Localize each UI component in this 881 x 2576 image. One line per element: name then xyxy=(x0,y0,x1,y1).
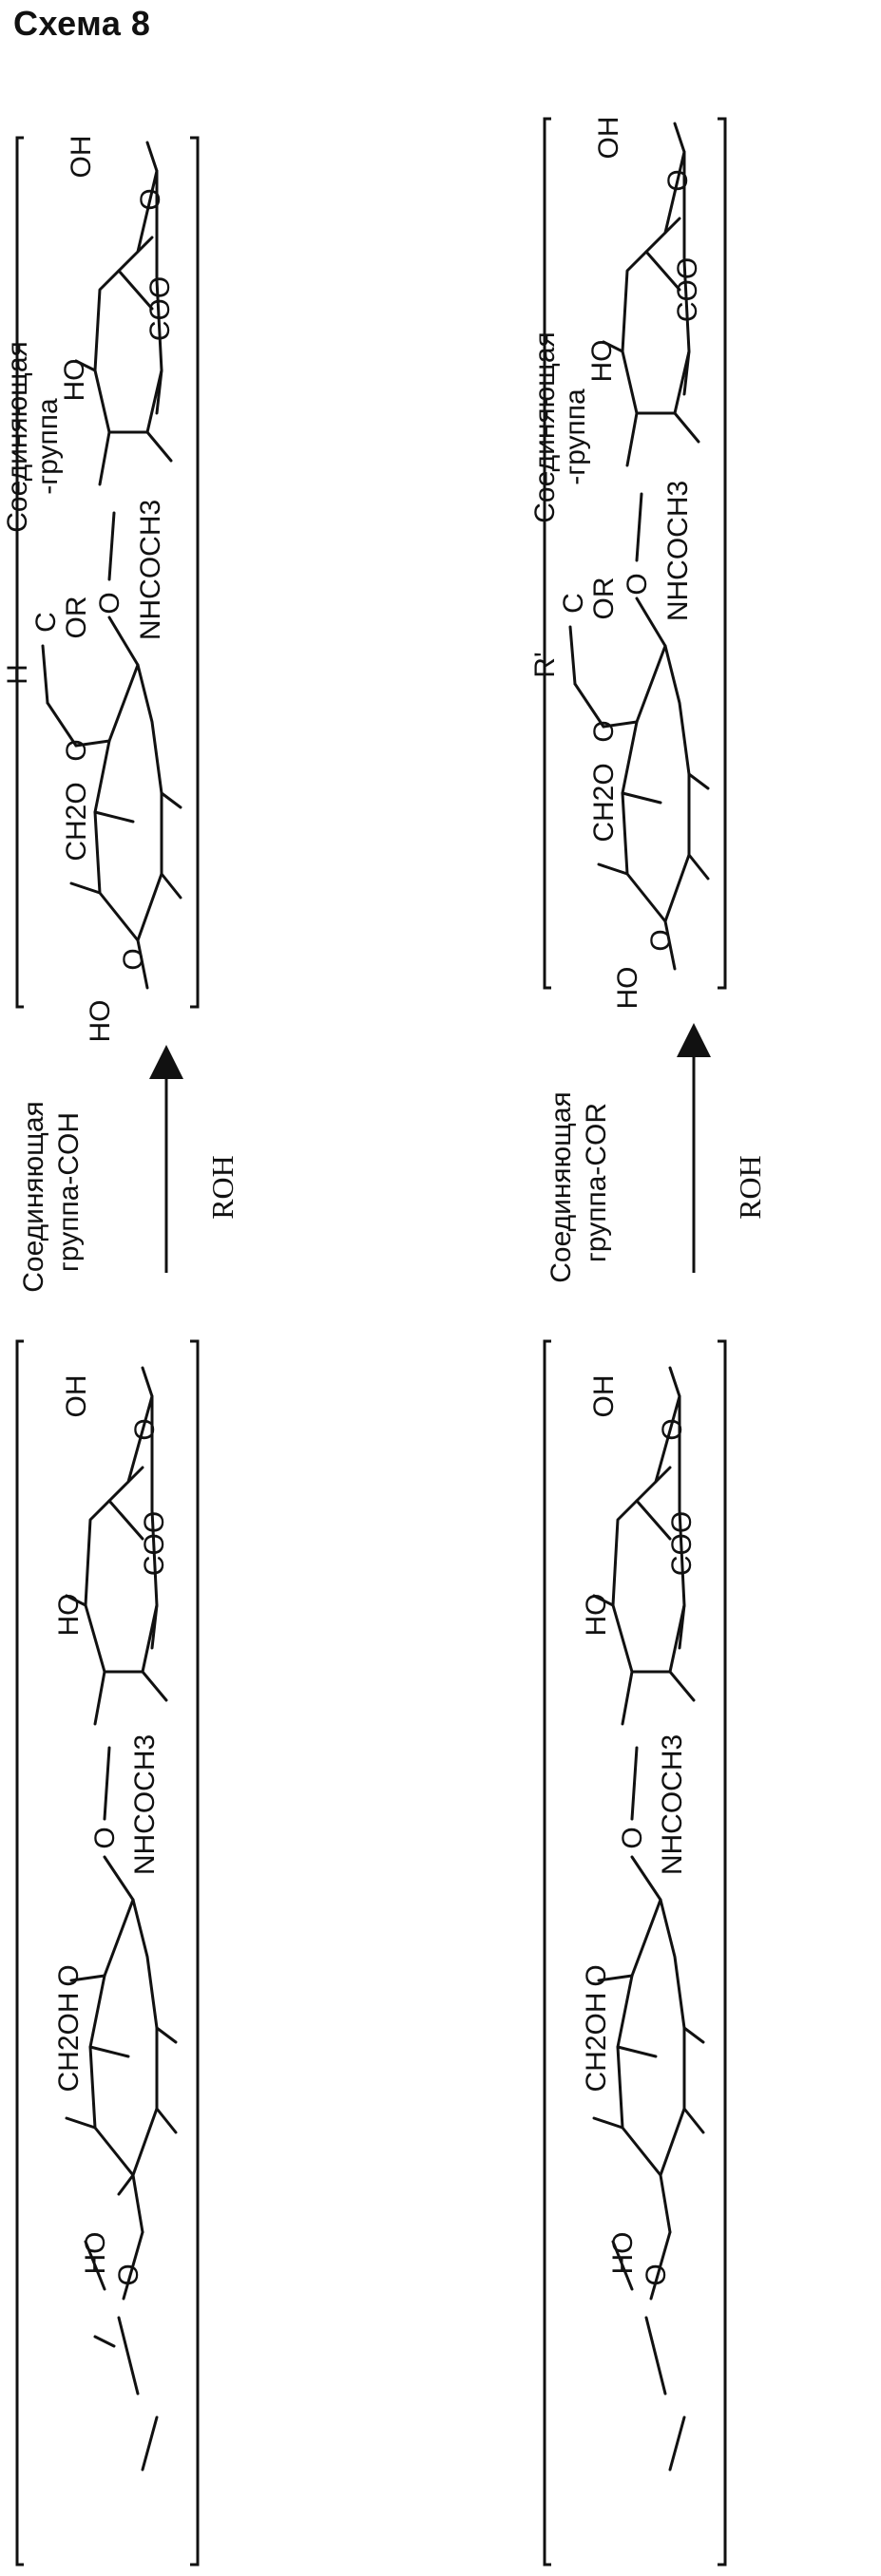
reactant-1: OH O COO HO O NHCOCH3 O CH2OH HO O xyxy=(17,1341,198,2565)
glycosidic-oxygen-label: O xyxy=(94,592,125,614)
hydroxymethyl-label: CH2OH xyxy=(581,1992,612,2092)
reaction-arrow-2: Соединяющая группа-COR ROH xyxy=(546,1040,767,1283)
hydroxyl-label: HO xyxy=(581,1594,612,1637)
methyleneoxy-label: CH2O xyxy=(588,763,620,842)
linking-oxygen-label: O xyxy=(641,2263,672,2285)
hydroxyl-label: OH xyxy=(61,1375,92,1418)
reagent-below: ROH xyxy=(733,1155,767,1220)
hydroxyl-label: HO xyxy=(586,340,618,383)
linking-oxygen-label: O xyxy=(118,948,149,970)
hydroxyl-label: HO xyxy=(607,2232,639,2275)
hydroxyl-label: HO xyxy=(612,967,643,1010)
ring-oxygen-label: O xyxy=(657,1418,688,1440)
hydroxyl-label: HO xyxy=(53,1594,85,1637)
carboxylate-label: COO xyxy=(666,1511,698,1576)
hydroxyl-label: OH xyxy=(66,136,97,179)
linker-text-line2: -группа xyxy=(560,388,591,485)
ring-oxygen-label: O xyxy=(588,720,620,742)
linking-oxygen-label: O xyxy=(645,929,677,951)
linker-or-label: OR xyxy=(588,578,620,620)
reagent-above-line1: Соединяющая xyxy=(546,1091,577,1283)
ring-oxygen-label: O xyxy=(662,169,694,191)
hydroxymethyl-label: CH2OH xyxy=(53,1992,85,2092)
linking-oxygen-label: O xyxy=(113,2263,144,2285)
glycosidic-oxygen-label: O xyxy=(89,1827,121,1848)
ring-oxygen-label: O xyxy=(581,1964,612,1986)
product-1: OH O COO HO O NHCOCH3 O CH2O HO O H C OR… xyxy=(2,136,198,1043)
carboxylate-label: COO xyxy=(672,257,703,322)
carboxylate-label: COO xyxy=(144,276,176,341)
acetamido-label: NHCOCH3 xyxy=(657,1734,688,1875)
linker-text-line1: Соединяющая xyxy=(529,331,561,523)
glycosidic-oxygen-label: O xyxy=(622,573,653,595)
acetamido-label: NHCOCH3 xyxy=(662,481,694,621)
acetamido-label: NHCOCH3 xyxy=(129,1734,161,1875)
ring-oxygen-label: O xyxy=(61,739,92,761)
product-2: OH O COO HO O NHCOCH3 O CH2O HO O R' C O… xyxy=(529,117,725,1010)
hydroxyl-label: OH xyxy=(593,117,624,160)
reagent-above-line2: группа-COH xyxy=(53,1112,85,1272)
linker-carbon-label: C xyxy=(558,593,589,614)
reactant-2: OH O COO HO O NHCOCH3 O CH2OH HO O xyxy=(545,1341,725,2565)
linker-carbon-label: C xyxy=(30,612,62,633)
ring-oxygen-label: O xyxy=(53,1964,85,1986)
reagent-above-line1: Соединяющая xyxy=(18,1101,49,1293)
reagent-below: ROH xyxy=(205,1155,239,1220)
reagent-above-line2: группа-COR xyxy=(581,1103,612,1262)
methyleneoxy-label: CH2O xyxy=(61,782,92,861)
hydroxyl-label: OH xyxy=(588,1375,620,1418)
reaction-arrow-1: Соединяющая группа-COH ROH xyxy=(18,1062,239,1293)
hydroxyl-label: HO xyxy=(80,2232,111,2275)
acetamido-label: NHCOCH3 xyxy=(135,500,166,640)
ring-oxygen-label: O xyxy=(129,1418,161,1440)
hydroxyl-label: HO xyxy=(85,1000,116,1043)
glycosidic-oxygen-label: O xyxy=(617,1827,648,1848)
hydroxyl-label: HO xyxy=(59,359,90,402)
linker-atom-label: R' xyxy=(529,652,561,677)
linker-or-label: OR xyxy=(61,597,92,639)
carboxylate-label: COO xyxy=(139,1511,170,1576)
linker-text-line1: Соединяющая xyxy=(2,341,33,533)
linker-text-line2: -группа xyxy=(32,398,64,495)
linker-atom-label: H xyxy=(2,664,33,685)
ring-oxygen-label: O xyxy=(135,188,166,210)
